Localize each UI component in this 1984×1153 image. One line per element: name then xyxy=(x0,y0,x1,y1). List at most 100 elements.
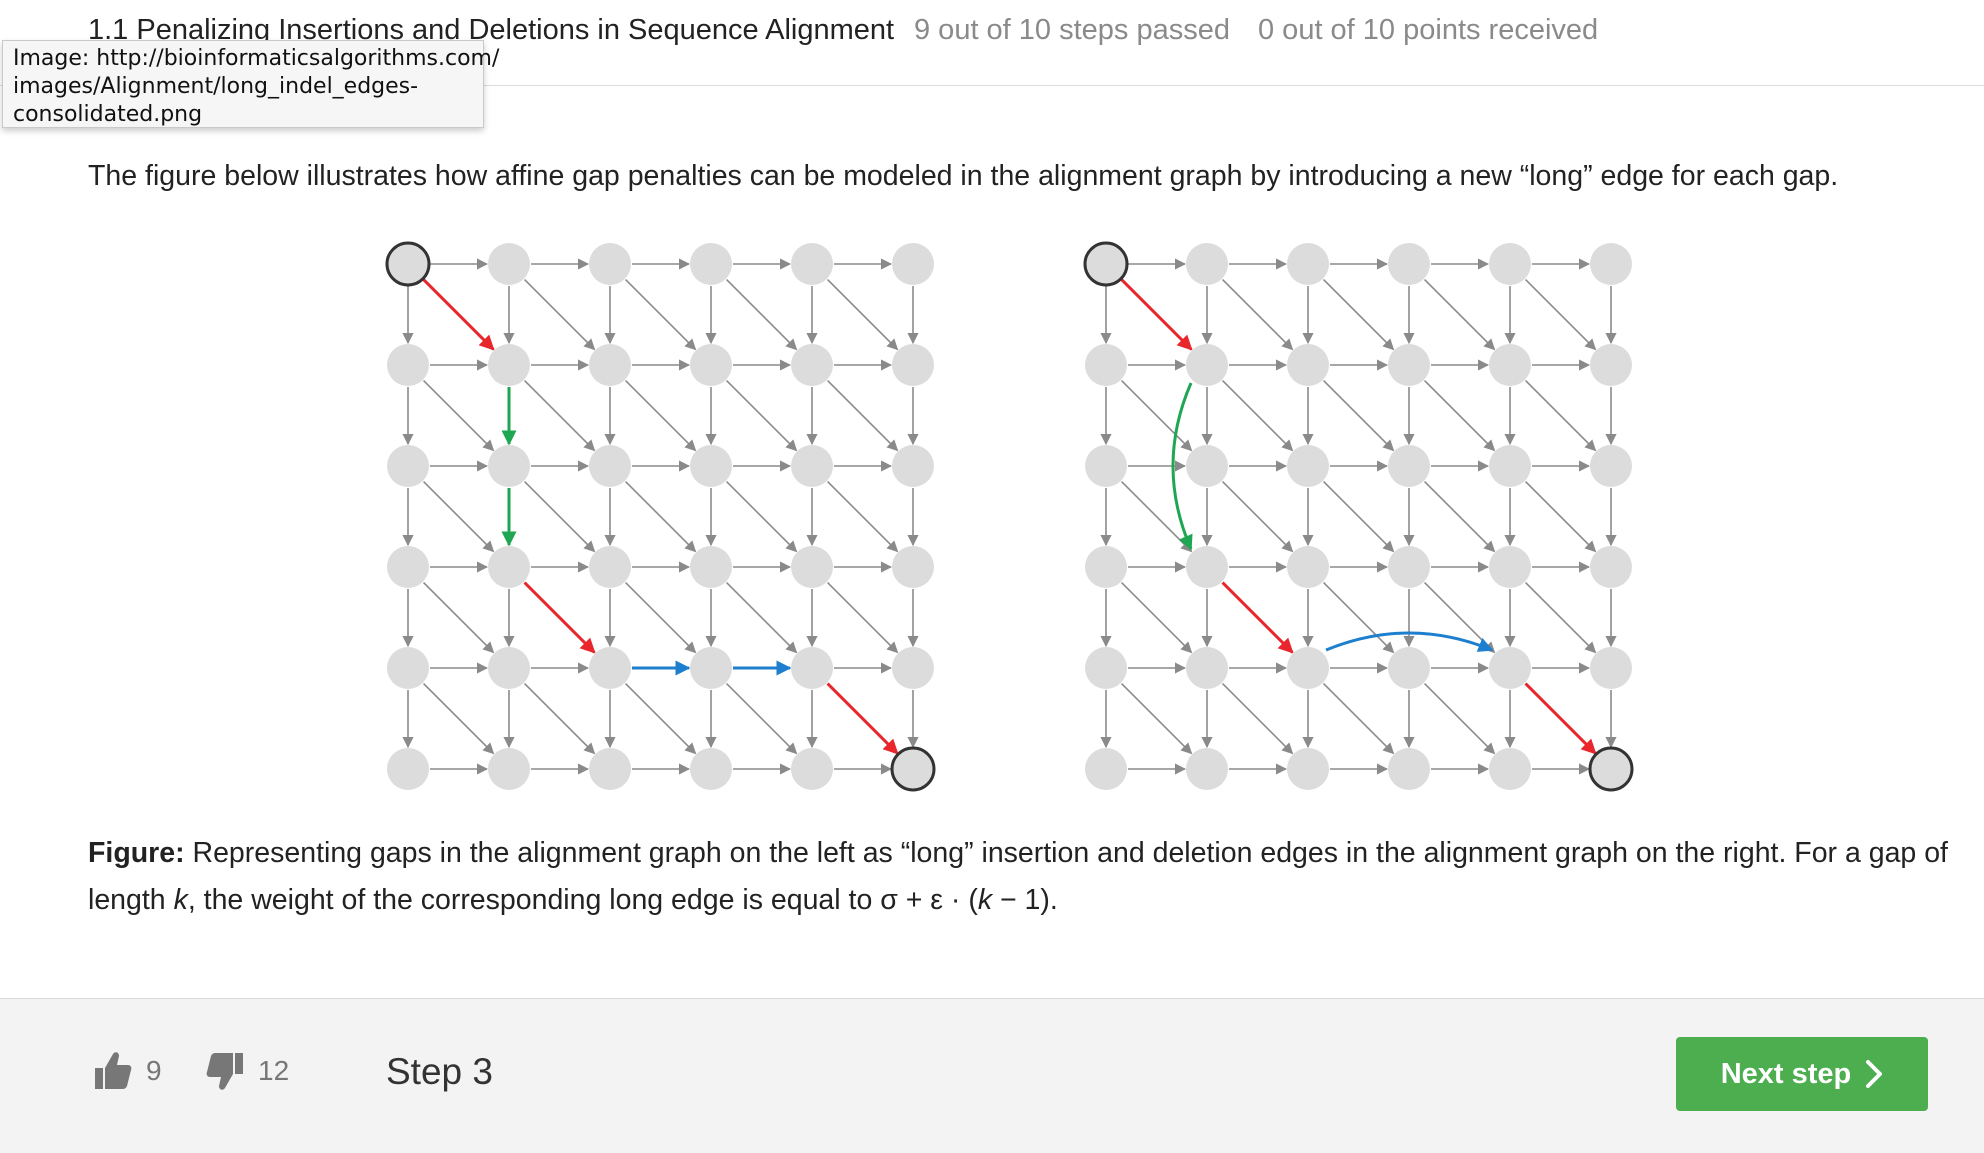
graph-edge-diagonal xyxy=(1120,379,1193,452)
graph-edge-diagonal xyxy=(1322,682,1395,755)
graph-node xyxy=(1186,748,1228,790)
graph-edge-diagonal xyxy=(1423,278,1496,351)
graph-node xyxy=(1388,243,1430,285)
graph-node xyxy=(1388,546,1430,588)
graph-edge-diagonal xyxy=(422,379,495,452)
graph-edge-diagonal xyxy=(1524,480,1597,553)
graph-node xyxy=(387,546,429,588)
match-edge xyxy=(1524,682,1597,755)
graph-node xyxy=(1590,243,1632,285)
graph-edge-diagonal xyxy=(1120,682,1193,755)
footer-bar: 9 12 Step 3 Next step xyxy=(0,998,1984,1153)
graph-edge-diagonal xyxy=(1322,480,1395,553)
graph-node xyxy=(488,748,530,790)
tooltip-line: Image: http://bioinformaticsalgorithms.c… xyxy=(13,46,500,71)
graph-node xyxy=(387,748,429,790)
graph-node xyxy=(1388,748,1430,790)
graph-node xyxy=(1186,344,1228,386)
graph-edge-diagonal xyxy=(523,379,596,452)
graph-node xyxy=(1287,546,1329,588)
like-count: 9 xyxy=(146,1055,162,1086)
graph-edge-diagonal xyxy=(826,379,899,452)
graph-node xyxy=(1085,546,1127,588)
graph-node xyxy=(791,344,833,386)
graph-node xyxy=(892,647,934,689)
next-step-button[interactable]: Next step xyxy=(1676,1037,1928,1111)
graph-edge-diagonal xyxy=(422,581,495,654)
graph-edge-diagonal xyxy=(826,480,899,553)
graph-edge-diagonal xyxy=(624,682,697,755)
graph-node xyxy=(690,546,732,588)
long-insertion-edge xyxy=(1325,631,1494,652)
match-edge xyxy=(1120,278,1193,351)
match-edge xyxy=(826,682,899,755)
chevron-right-icon xyxy=(1866,1060,1883,1088)
graph-edge-diagonal xyxy=(1221,480,1294,553)
graph-node xyxy=(589,748,631,790)
graph-node xyxy=(387,344,429,386)
source-node xyxy=(385,241,431,287)
graph-node xyxy=(1590,445,1632,487)
alignment-graph-svg xyxy=(385,241,1634,792)
graph-node xyxy=(892,344,934,386)
graph-node xyxy=(1489,344,1531,386)
graph-node xyxy=(690,344,732,386)
graph-node xyxy=(791,445,833,487)
graph-node xyxy=(892,546,934,588)
like-button[interactable]: 9 xyxy=(94,1051,162,1091)
graph-edge-diagonal xyxy=(422,480,495,553)
graph-node xyxy=(1388,445,1430,487)
graph-node xyxy=(589,344,631,386)
graph-node xyxy=(1590,344,1632,386)
points-received-status: 0 out of 10 points received xyxy=(1258,14,1599,46)
graph-edge-diagonal xyxy=(725,278,798,351)
graph-edge-diagonal xyxy=(624,480,697,553)
graph-edge-diagonal xyxy=(1221,379,1294,452)
graph-node xyxy=(1287,647,1329,689)
graph-node xyxy=(1186,647,1228,689)
match-edge xyxy=(523,581,596,654)
graph-node xyxy=(1186,243,1228,285)
graph-edge-diagonal xyxy=(826,278,899,351)
graph-edge-diagonal xyxy=(523,480,596,553)
graph-edge-diagonal xyxy=(1221,682,1294,755)
graph-node xyxy=(1085,647,1127,689)
dislike-button[interactable]: 12 xyxy=(206,1051,289,1091)
caption-label: Figure: xyxy=(88,837,185,869)
caption-text-2: , the weight of the corresponding long e… xyxy=(187,884,978,916)
graph-node xyxy=(387,445,429,487)
graph-edge-diagonal xyxy=(1221,278,1294,351)
graph-node xyxy=(488,243,530,285)
graph-node xyxy=(892,243,934,285)
graph-node xyxy=(488,546,530,588)
graph-edge-diagonal xyxy=(1322,379,1395,452)
right-alignment-graph xyxy=(1083,241,1634,792)
graph-node xyxy=(1489,546,1531,588)
caption-k-variable: k xyxy=(173,884,188,916)
graph-edge-diagonal xyxy=(1423,379,1496,452)
graph-node xyxy=(1590,647,1632,689)
graph-node xyxy=(1287,748,1329,790)
graph-edge-diagonal xyxy=(523,682,596,755)
graph-edge-diagonal xyxy=(1524,581,1597,654)
left-alignment-graph xyxy=(385,241,936,792)
graph-node xyxy=(589,243,631,285)
thumbs-down-icon xyxy=(206,1053,243,1090)
caption-text-1: Representing gaps in the alignment graph… xyxy=(88,837,1948,916)
graph-edge-diagonal xyxy=(1322,581,1395,654)
graph-node xyxy=(690,445,732,487)
graph-node xyxy=(1388,344,1430,386)
graph-node xyxy=(488,344,530,386)
caption-k-variable-2: k xyxy=(977,884,993,916)
source-node xyxy=(1083,241,1129,287)
match-edge xyxy=(1221,581,1294,654)
graph-edge-diagonal xyxy=(725,379,798,452)
graph-node xyxy=(1287,243,1329,285)
graph-edge-diagonal xyxy=(826,581,899,654)
graph-node xyxy=(387,647,429,689)
graph-node xyxy=(791,647,833,689)
graph-node xyxy=(892,445,934,487)
graph-edge-diagonal xyxy=(624,278,697,351)
graph-edge-diagonal xyxy=(1423,581,1496,654)
graph-edge-diagonal xyxy=(1120,581,1193,654)
